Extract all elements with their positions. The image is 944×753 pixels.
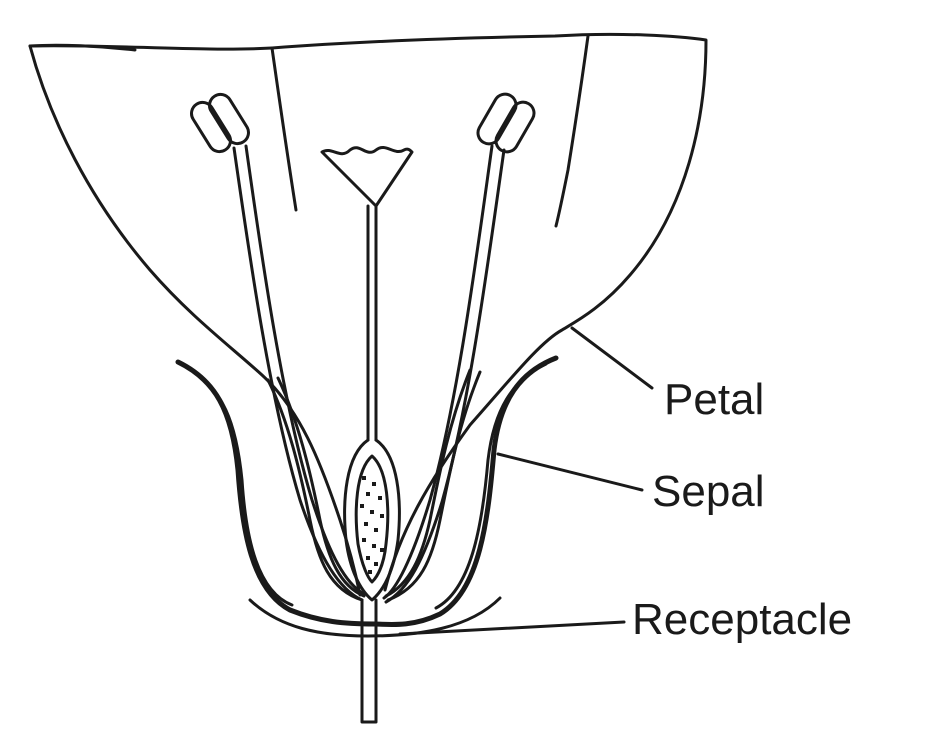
right-anther bbox=[476, 92, 536, 154]
receptacle-label: Receptacle bbox=[632, 595, 852, 644]
sepal-leader-line bbox=[496, 452, 644, 492]
flower-stalk bbox=[360, 598, 378, 724]
left-filament-inner bbox=[244, 144, 366, 596]
right-filament-inner bbox=[384, 148, 506, 604]
petal-label: Petal bbox=[664, 375, 764, 424]
leader-lines bbox=[398, 326, 654, 636]
petal-leader-line bbox=[570, 326, 654, 390]
right-stamen bbox=[382, 92, 536, 604]
sepal bbox=[175, 355, 559, 638]
sepal-label: Sepal bbox=[652, 467, 765, 516]
right-filament-outer bbox=[382, 144, 494, 600]
ovary-inner bbox=[354, 454, 390, 584]
stigma bbox=[320, 145, 414, 208]
receptacle-leader-line bbox=[398, 620, 626, 636]
ovules bbox=[360, 476, 384, 574]
left-anther bbox=[190, 92, 250, 154]
pistil bbox=[320, 145, 414, 724]
left-stamen bbox=[190, 92, 366, 602]
petal bbox=[28, 32, 708, 597]
ovary-outer bbox=[343, 438, 401, 602]
petal-lining bbox=[266, 368, 482, 602]
left-filament-outer bbox=[232, 146, 364, 602]
